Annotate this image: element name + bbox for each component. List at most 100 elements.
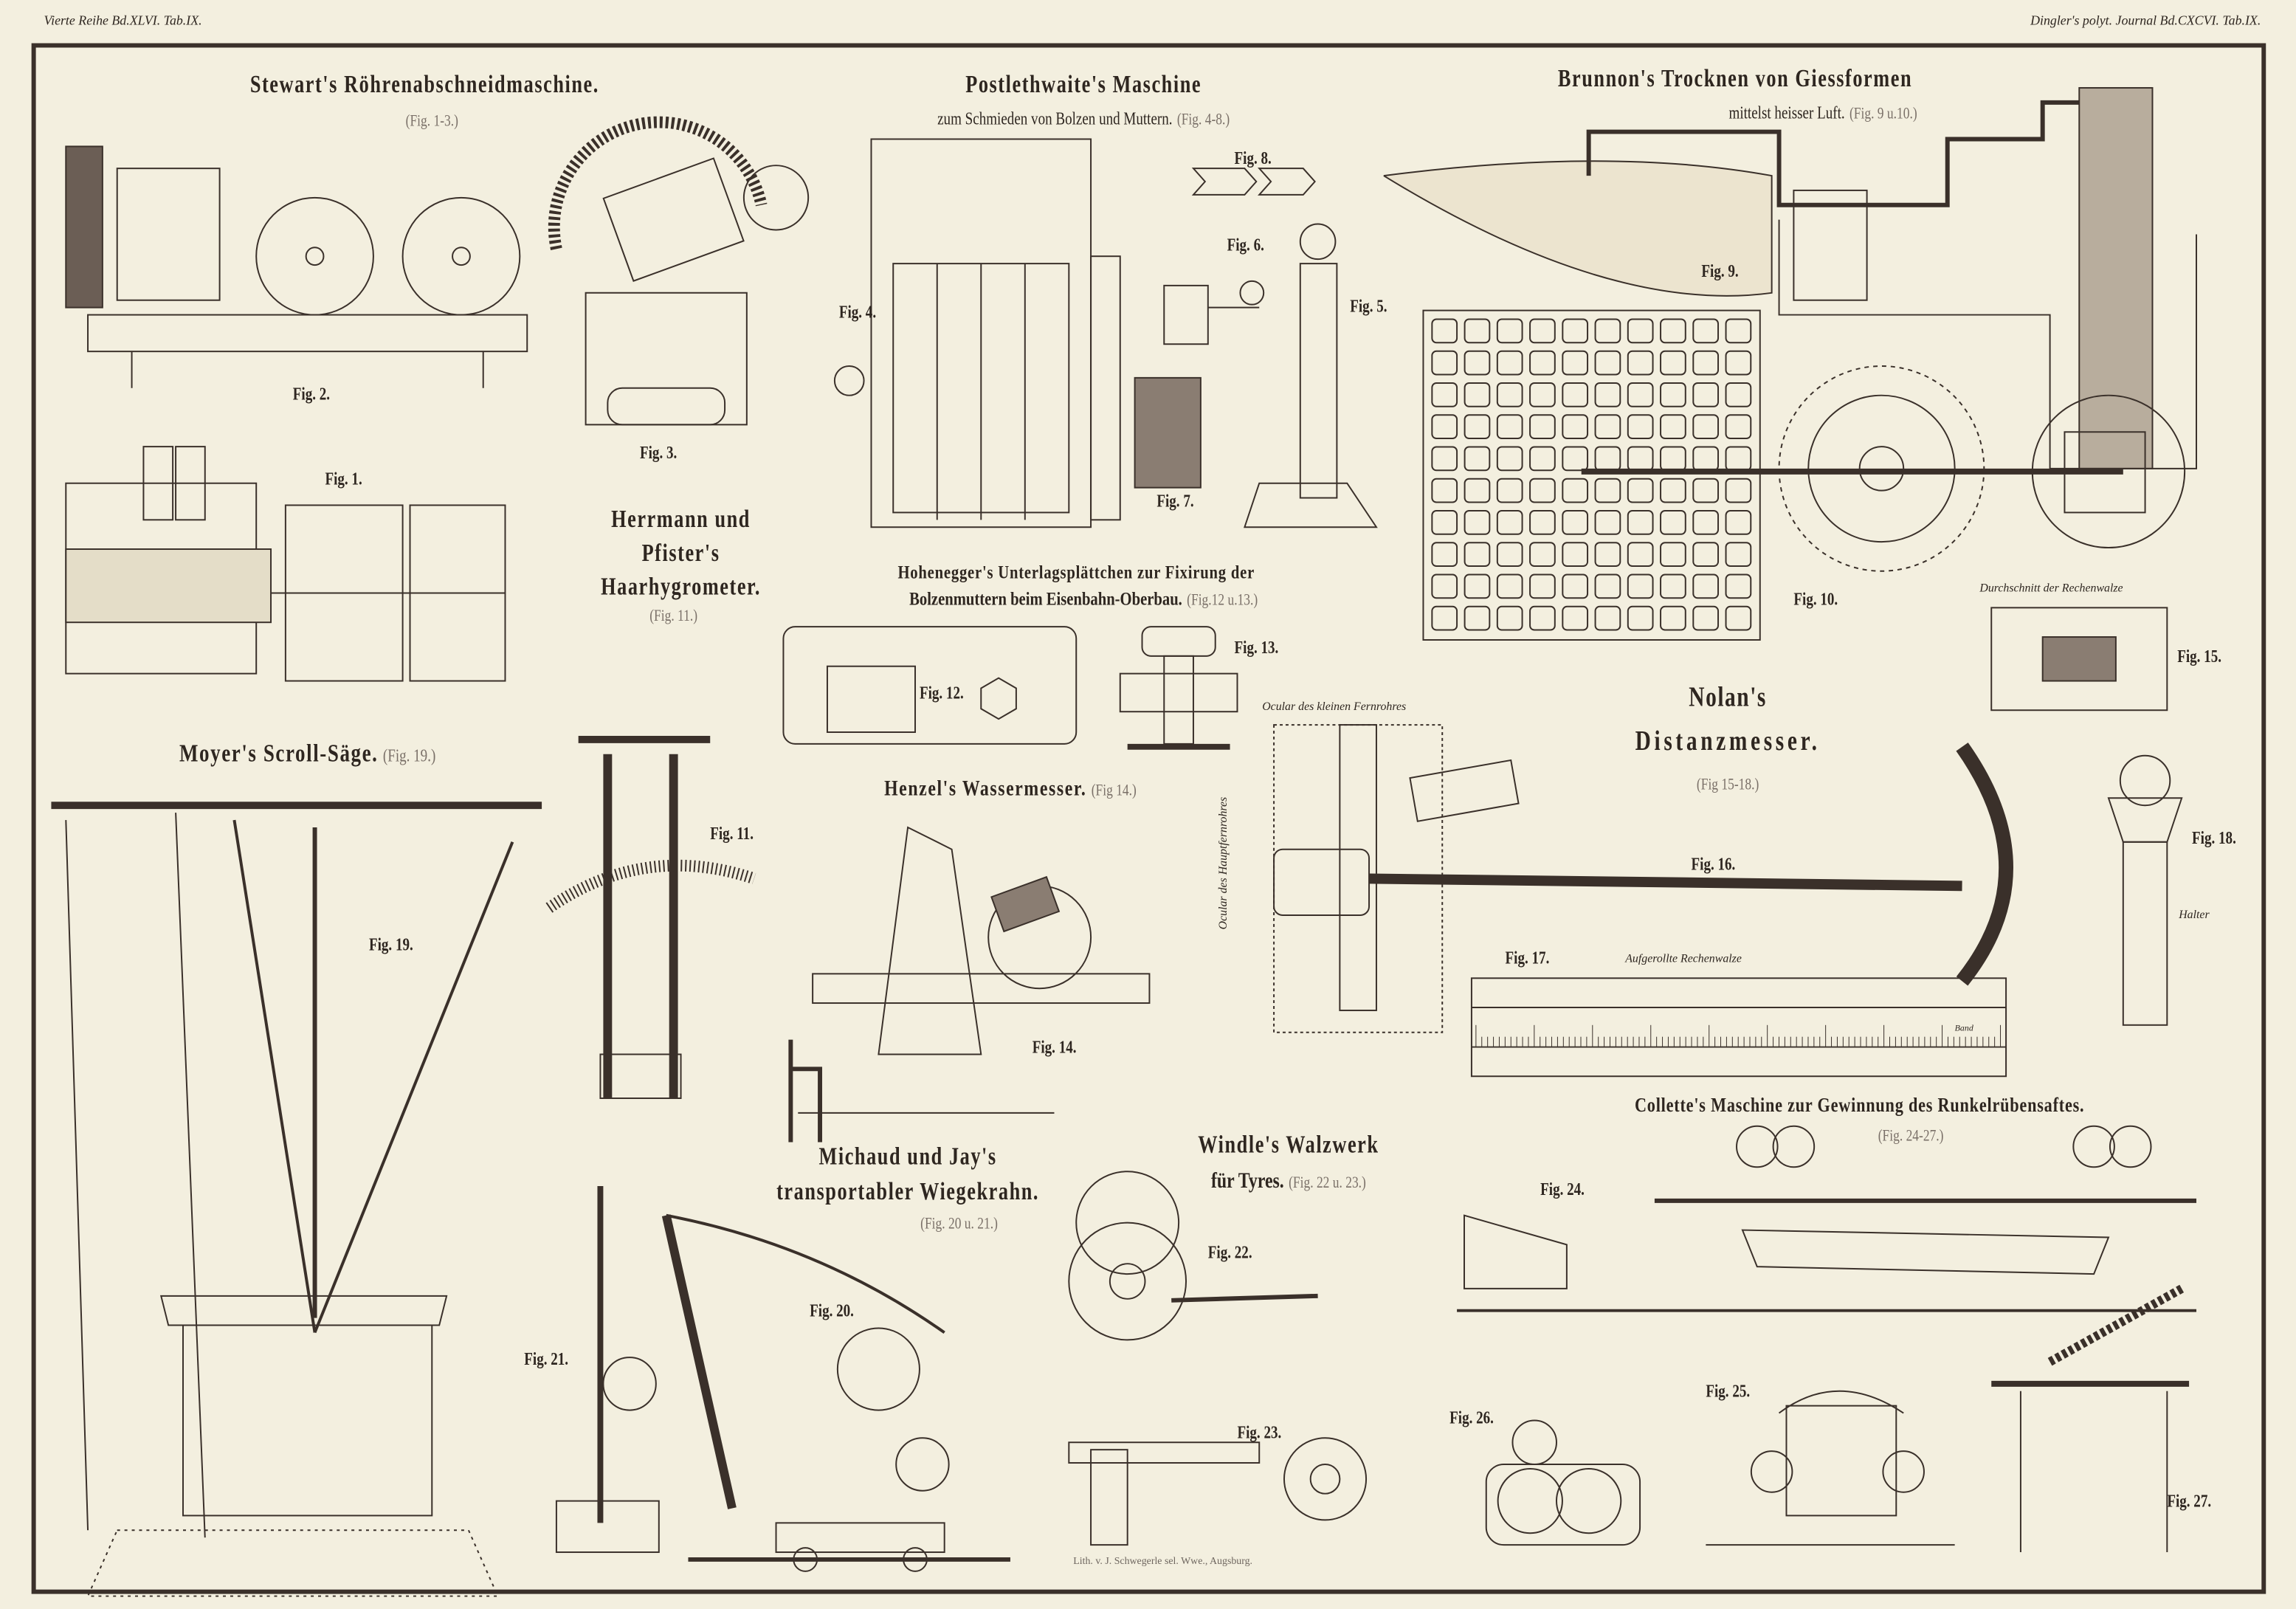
- grid-cell: [1725, 414, 1752, 440]
- title-collette: Collette's Maschine zur Gewinnung des Ru…: [1634, 1095, 2085, 1117]
- grid-cell: [1627, 510, 1654, 535]
- grid-cell: [1431, 605, 1458, 631]
- grid-cell: [1464, 510, 1491, 535]
- grid-cell: [1529, 350, 1556, 376]
- grid-cell: [1594, 542, 1621, 568]
- grid-cell: [1660, 446, 1686, 472]
- grid-cell: [1529, 573, 1556, 599]
- title-postlethwaite: Postlethwaite's Maschine: [965, 70, 1202, 98]
- grid-cell: [1431, 573, 1458, 599]
- grid-cell: [1627, 446, 1654, 472]
- subtitle-brunnon: mittelst heisser Luft. (Fig. 9 u.10.): [1729, 100, 1917, 126]
- grid-cell: [1496, 510, 1523, 535]
- grid-cell: [1562, 510, 1589, 535]
- fig15-drawing: [1990, 607, 2168, 712]
- grid-cell: [1431, 350, 1458, 376]
- grid-cell: [1725, 573, 1752, 599]
- grid-cell: [1692, 318, 1720, 344]
- grid-cell: [1529, 510, 1556, 535]
- grid-cell: [1725, 510, 1752, 535]
- grid-cell: [1431, 382, 1458, 407]
- fig20-drawing: [661, 1213, 1010, 1572]
- ref-stewart: (Fig. 1-3.): [405, 112, 458, 131]
- subtitle-postlethwaite: zum Schmieden von Bolzen und Muttern. (F…: [937, 106, 1230, 132]
- figure-label-19: Fig. 19.: [368, 934, 413, 955]
- figure-label-15: Fig. 15.: [2177, 645, 2222, 666]
- figure-label-16: Fig. 16.: [1691, 853, 1736, 875]
- figure-label-14: Fig. 14.: [1032, 1036, 1077, 1058]
- title-herrmann-3: Haarhygrometer.: [601, 572, 761, 601]
- grid-cell: [1464, 605, 1491, 631]
- fig7-drawing: [1134, 376, 1202, 489]
- grid-cell: [1627, 382, 1654, 407]
- grid-cell: [1464, 573, 1491, 599]
- grid-cell: [1431, 542, 1458, 568]
- title-nolan-1: Nolan's: [1689, 682, 1767, 714]
- label-holder: Halter: [2179, 908, 2210, 921]
- grid-cell: [1692, 542, 1720, 568]
- fig8-drawing: [1191, 168, 1316, 196]
- grid-cell: [1431, 318, 1458, 344]
- grid-cell: [1660, 318, 1686, 344]
- figure-label-1: Fig. 1.: [325, 468, 362, 489]
- fig12-drawing: [782, 626, 1078, 745]
- fig23-drawing: [1068, 1437, 1368, 1546]
- figure-label-17: Fig. 17.: [1505, 947, 1550, 968]
- title-nolan-2: Distanzmesser.: [1635, 726, 1821, 757]
- grid-cell: [1562, 573, 1589, 599]
- grid-cell: [1464, 446, 1491, 472]
- fig22-drawing: [1068, 1171, 1318, 1341]
- grid-cell: [1562, 446, 1589, 472]
- grid-cell: [1496, 382, 1523, 407]
- ref-postlethwaite: (Fig. 4-8.): [1176, 111, 1230, 129]
- header-right: Dingler's polyt. Journal Bd.CXCVI. Tab.I…: [2030, 13, 2261, 28]
- title-windle-1: Windle's Walzwerk: [1198, 1130, 1379, 1159]
- title-henzel: Henzel's Wassermesser. (Fig 14.): [884, 776, 1137, 803]
- ref-henzel: (Fig 14.): [1091, 782, 1137, 800]
- ref-herrmann: (Fig. 11.): [649, 607, 698, 626]
- figure-label-27: Fig. 27.: [2167, 1490, 2212, 1512]
- figure-label-20: Fig. 20.: [810, 1300, 854, 1321]
- grid-cell: [1431, 414, 1458, 440]
- grid-cell: [1562, 542, 1589, 568]
- fig11-drawing: [545, 735, 756, 1099]
- grid-cell: [1464, 414, 1491, 440]
- fig13-drawing: [1119, 626, 1238, 750]
- grid-cell: [1627, 542, 1654, 568]
- title-hohenegger-2: Bolzenmuttern beim Eisenbahn-Oberbau. (F…: [909, 586, 1258, 613]
- fig3-drawing: [548, 116, 810, 426]
- grid-cell: [1660, 414, 1686, 440]
- ref-brunnon: (Fig. 9 u.10.): [1849, 105, 1917, 123]
- grid-cell: [1594, 573, 1621, 599]
- grid-cell: [1692, 414, 1720, 440]
- grid-cell: [1594, 605, 1621, 631]
- subtitle-text: mittelst heisser Luft.: [1728, 102, 1845, 123]
- fig27-drawing: [1991, 1284, 2190, 1553]
- title-stewart: Stewart's Röhrenabschneidmaschine.: [249, 70, 599, 98]
- grid-cell: [1660, 350, 1686, 376]
- grid-cell: [1464, 318, 1491, 344]
- grid-cell: [1562, 318, 1589, 344]
- figure-label-22: Fig. 22.: [1207, 1241, 1252, 1263]
- grid-cell: [1496, 414, 1523, 440]
- grid-cell: [1660, 478, 1686, 503]
- grid-cell: [1594, 318, 1621, 344]
- title-text: Moyer's Scroll-Säge.: [179, 739, 379, 768]
- plate-border: [31, 43, 2266, 1594]
- grid-cell: [1725, 542, 1752, 568]
- grid-cell: [1496, 605, 1523, 631]
- figure-label-3: Fig. 3.: [640, 442, 678, 463]
- fig16-drawing: [1273, 724, 2013, 1033]
- grid-cell: [1660, 382, 1686, 407]
- title-windle-2: für Tyres. (Fig. 22 u. 23.): [1211, 1168, 1366, 1195]
- subtitle-text: Bolzenmuttern beim Eisenbahn-Oberbau.: [909, 587, 1182, 610]
- fig17-drawing: [1470, 977, 2007, 1078]
- figure-label-7: Fig. 7.: [1156, 490, 1194, 511]
- header-left: Vierte Reihe Bd.XLVI. Tab.IX.: [44, 13, 202, 28]
- fig14-drawing: [788, 826, 1151, 1143]
- grid-cell: [1692, 350, 1720, 376]
- grid-cell: [1594, 382, 1621, 407]
- fig4-drawing: [833, 138, 1121, 528]
